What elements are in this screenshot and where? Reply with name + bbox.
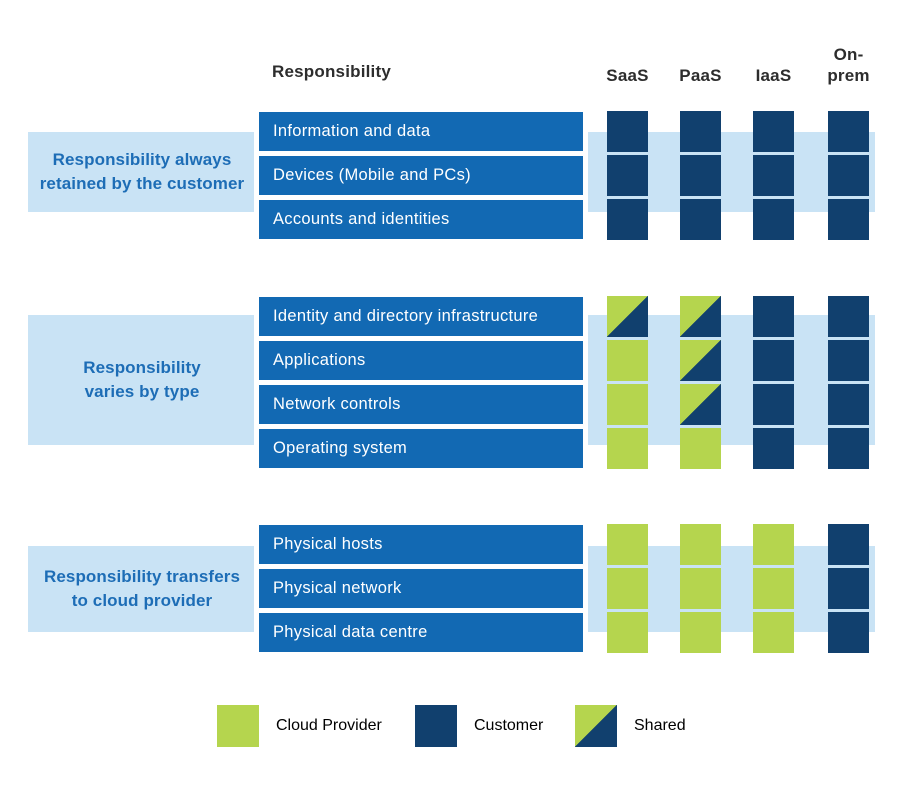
cell-saas-provider [607,568,648,609]
cell-iaas-customer [753,199,794,240]
row-bar-label: Identity and directory infrastructure [273,307,539,325]
cell-iaas-customer [753,384,794,425]
cell-onprem-customer [828,340,869,381]
row-bar: Network controls [259,385,583,424]
cell-iaas-customer [753,428,794,469]
cell-paas-provider [680,568,721,609]
legend-swatch-shared-icon [575,705,617,747]
column-header-paas: PaaS [663,38,739,86]
cell-onprem-customer [828,384,869,425]
section-label-line: Responsibility always [52,149,232,169]
section-label: Responsibility varies by type [28,315,256,445]
column-header-line: PaaS [679,65,722,85]
cell-saas-provider [607,612,648,653]
cell-paas-provider [680,524,721,565]
section-label-line: to cloud provider [71,591,213,610]
column-header-iaas: IaaS [736,38,812,86]
cell-onprem-customer [828,111,869,152]
row-bar: Physical network [259,569,583,608]
cell-saas-provider [607,340,648,381]
row-bar-label: Physical data centre [273,623,428,641]
row-bar: Accounts and identities [259,200,583,239]
cell-onprem-customer [828,296,869,337]
row-bar-label: Information and data [273,122,431,140]
cell-onprem-customer [828,612,869,653]
column-header-onprem: On-prem [811,38,887,86]
cell-paas-shared [680,340,721,381]
row-bar: Operating system [259,429,583,468]
section-label: Responsibility always retained by the cus… [28,132,256,212]
column-header-line: On- [833,44,864,64]
cell-onprem-customer [828,199,869,240]
cell-paas-provider [680,612,721,653]
legend-swatch-customer-icon [415,705,457,747]
cell-saas-customer [607,199,648,240]
cell-iaas-customer [753,155,794,196]
cell-onprem-customer [828,155,869,196]
column-header-line: IaaS [755,65,792,85]
cell-iaas-customer [753,111,794,152]
legend-label: Shared [634,717,686,734]
cell-saas-provider [607,428,648,469]
legend-item-provider: Cloud Provider [217,705,382,747]
legend-item-shared: Shared [575,705,686,747]
cell-iaas-customer [753,340,794,381]
cell-iaas-provider [753,612,794,653]
cell-saas-shared [607,296,648,337]
cell-paas-customer [680,111,721,152]
row-bar: Information and data [259,112,583,151]
section-label-line: Responsibility [83,357,201,377]
cell-iaas-provider [753,568,794,609]
cell-paas-customer [680,199,721,240]
row-bar: Physical data centre [259,613,583,652]
legend-swatch-provider-icon [217,705,259,747]
section-label-line: retained by the customer [39,174,245,193]
row-bar: Devices (Mobile and PCs) [259,156,583,195]
section-label-line: varies by type [84,382,200,401]
cell-saas-customer [607,155,648,196]
cell-saas-customer [607,111,648,152]
cell-onprem-customer [828,568,869,609]
section-label-line: Responsibility transfers [43,566,241,586]
row-bar-label: Network controls [273,395,401,413]
cell-paas-shared [680,384,721,425]
cell-paas-shared [680,296,721,337]
cell-iaas-provider [753,524,794,565]
legend-label: Customer [474,717,544,734]
cell-paas-provider [680,428,721,469]
row-bar: Identity and directory infrastructure [259,297,583,336]
section-label: Responsibility transfers to cloud provide… [28,546,256,632]
row-bar: Applications [259,341,583,380]
column-header-saas: SaaS [590,38,666,86]
row-bar-label: Applications [273,351,366,369]
cell-iaas-customer [753,296,794,337]
cell-paas-customer [680,155,721,196]
row-bar-label: Operating system [273,439,408,457]
cell-onprem-customer [828,524,869,565]
responsibility-column-heading: Responsibility [272,62,391,82]
legend-label: Cloud Provider [276,717,382,734]
column-header-line: SaaS [606,65,649,85]
cell-saas-provider [607,384,648,425]
row-bar-label: Physical network [273,579,402,597]
cell-onprem-customer [828,428,869,469]
legend-item-customer: Customer [415,705,543,747]
row-bar-label: Devices (Mobile and PCs) [273,166,471,184]
row-bar-label: Physical hosts [273,535,383,553]
responsibility-heading-text: Responsibility [272,62,391,81]
cell-saas-provider [607,524,648,565]
column-header-line: prem [827,65,870,85]
row-bar-label: Accounts and identities [273,210,450,228]
row-bar: Physical hosts [259,525,583,564]
